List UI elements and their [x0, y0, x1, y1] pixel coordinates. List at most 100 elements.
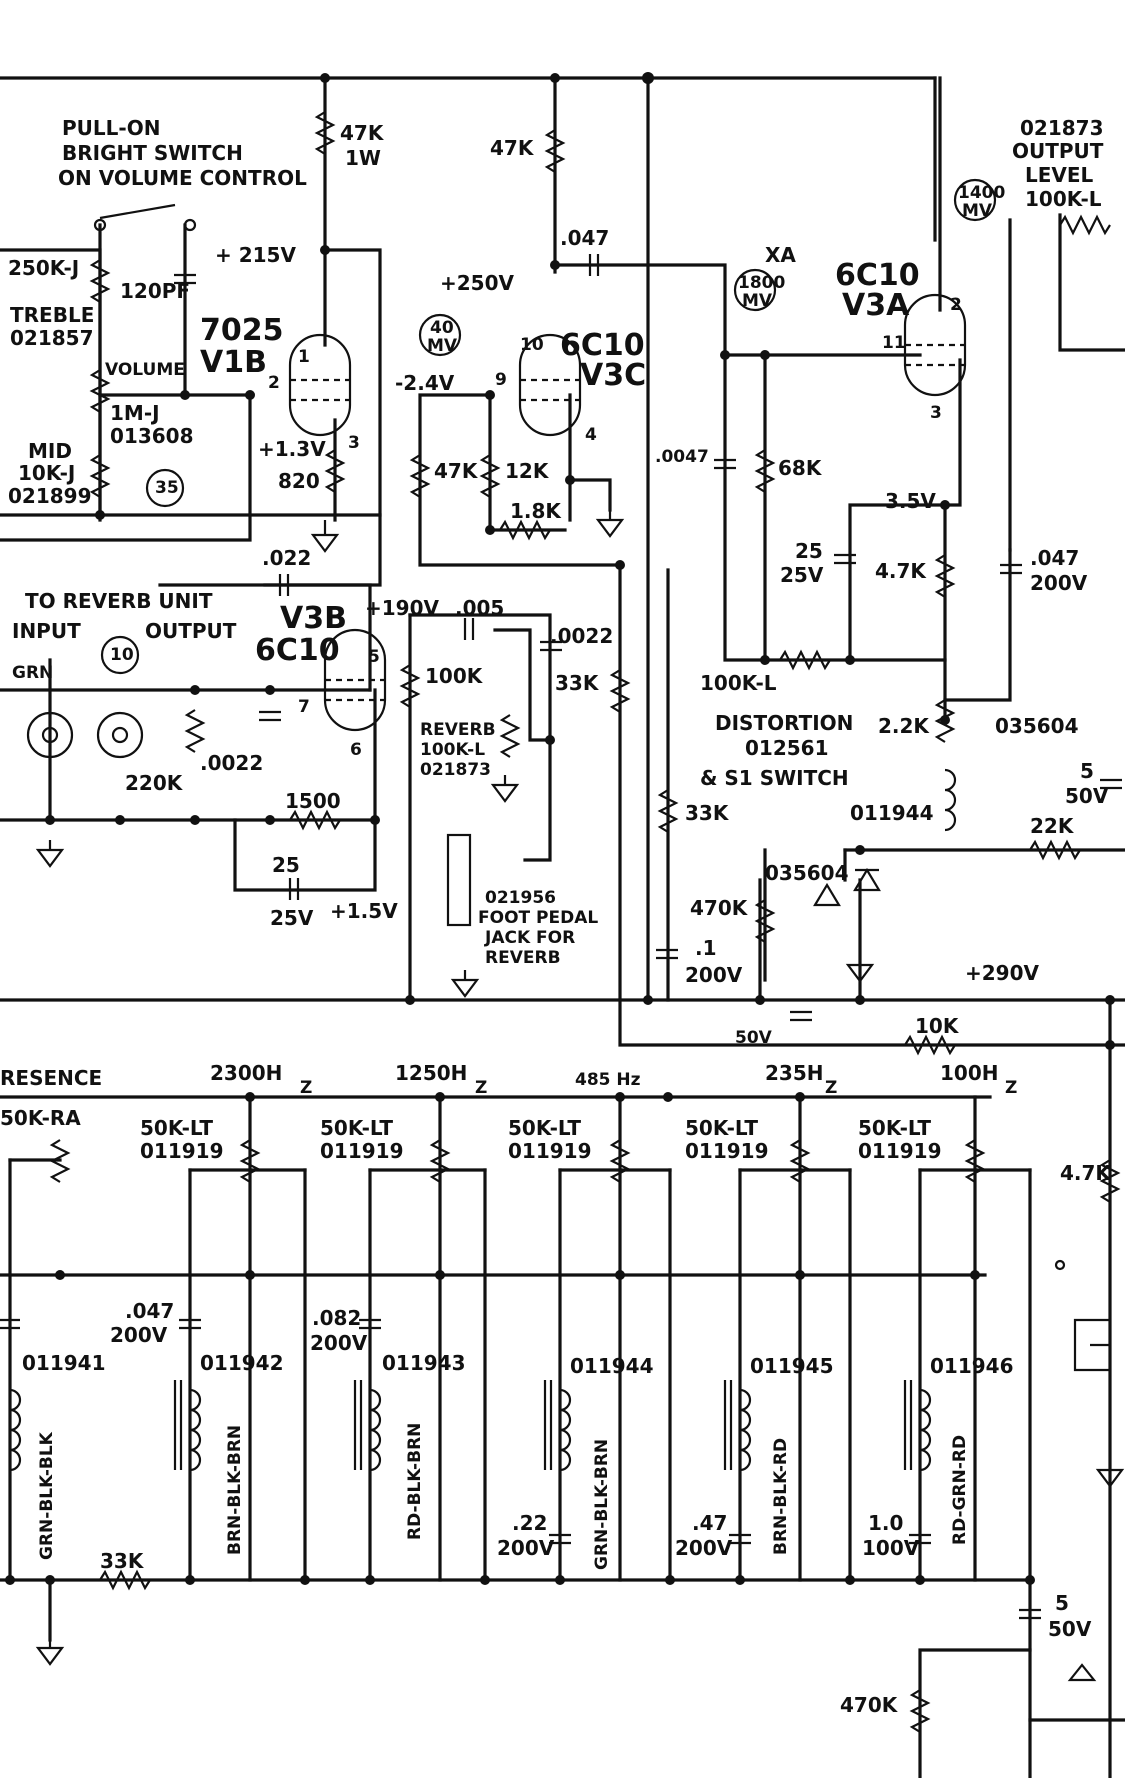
- ground-icon: [35, 1640, 65, 1666]
- ground-icon: [1095, 1460, 1125, 1488]
- output-jack-icon: [96, 711, 144, 759]
- cap-0022-a: [540, 640, 562, 652]
- pot-235: [789, 1139, 811, 1183]
- mv-bubble-40: [418, 313, 462, 357]
- label-output-value: 100K-L: [1025, 187, 1102, 211]
- label-35: 35: [155, 478, 179, 498]
- label-v1b-name: V1B: [200, 345, 267, 380]
- inductor-011944: [944, 768, 957, 832]
- label-output-jack: OUTPUT: [145, 619, 237, 643]
- pot-1250: [429, 1139, 451, 1183]
- label-grn: GRN: [12, 663, 53, 683]
- pot-presence: [49, 1139, 71, 1183]
- label-47k-1w-value: 47K: [340, 121, 385, 145]
- label-5-bottom: 5: [1055, 1591, 1069, 1615]
- label-33k-a: 33K: [555, 671, 600, 695]
- label-100k: 100K: [425, 664, 484, 688]
- label-011941: 011941: [22, 1351, 106, 1375]
- resistor-47k-mid: [409, 454, 431, 498]
- label-47-200v: 200V: [675, 1536, 733, 1560]
- label-290v: +290V: [965, 961, 1040, 985]
- label-foot-pedal: FOOT PEDAL: [478, 908, 598, 928]
- label-pin-10: 10: [520, 335, 544, 355]
- resistor-1500: [289, 809, 341, 831]
- label-22: .22: [512, 1511, 547, 1535]
- resistor-4.7k: [934, 554, 956, 598]
- label-47k-mid: 47K: [434, 459, 479, 483]
- label-4.7k-right: 4.7K: [1060, 1161, 1112, 1185]
- label-047-eq: .047: [125, 1299, 174, 1323]
- pot-mid: [89, 454, 111, 498]
- resistor-33k-bottom: [99, 1569, 151, 1591]
- label-25: 25: [795, 539, 823, 563]
- label-50k-lt: 50K-LT: [858, 1116, 931, 1140]
- label-v3c-name: V3C: [580, 358, 646, 393]
- resistor-470k: [754, 899, 776, 943]
- label-1.0: 1.0: [868, 1511, 903, 1535]
- label-1.0-100v: 100V: [862, 1536, 920, 1560]
- resistor-33k-a: [609, 669, 631, 713]
- junction-dots: [5, 72, 1115, 1585]
- label-2300hz: 2300H: [210, 1061, 282, 1085]
- resistor-2.2k: [934, 699, 956, 743]
- cap-5-50v: [1100, 778, 1122, 790]
- label-011919: 011919: [508, 1139, 592, 1163]
- label-22-200v: 200V: [497, 1536, 555, 1560]
- label-50k-lt: 50K-LT: [140, 1116, 213, 1140]
- inductors: [9, 768, 957, 1472]
- label-082-200v: 200V: [310, 1331, 368, 1355]
- pot-treble: [89, 259, 111, 303]
- label-treble: TREBLE: [10, 303, 94, 327]
- wires: [0, 76, 1125, 1778]
- cap-25-b: [288, 878, 300, 900]
- inductor-011943: [369, 1388, 382, 1472]
- inductor-011941: [9, 1388, 22, 1472]
- label-0022-a: .0022: [550, 624, 613, 648]
- misc-parts: [26, 203, 1110, 1682]
- label-bright-switch: BRIGHT SWITCH: [62, 141, 243, 165]
- label-33k-bottom: 33K: [100, 1549, 145, 1573]
- cap-005: [463, 618, 475, 640]
- resistor-820: [324, 449, 346, 493]
- label-1250hz: 1250H: [395, 1061, 467, 1085]
- label-011919: 011919: [685, 1139, 769, 1163]
- resistor-4.7k-right: [1099, 1159, 1121, 1203]
- label-25v: 25V: [780, 563, 824, 587]
- label-1.5v: +1.5V: [330, 899, 398, 923]
- label-pin-1: 1: [298, 347, 310, 367]
- label-input: INPUT: [12, 619, 81, 643]
- labels: PULL-ON BRIGHT SWITCH ON VOLUME CONTROL …: [0, 116, 1112, 1717]
- label-1800-mv: MV: [742, 291, 773, 311]
- label-33k-b: 33K: [685, 801, 730, 825]
- label-v3c-type: 6C10: [560, 328, 645, 363]
- resistor-33k-b: [657, 789, 679, 833]
- label-005: .005: [455, 596, 504, 620]
- label-mid-part: 021899: [8, 484, 92, 508]
- label-1400: 1400: [958, 183, 1005, 203]
- ground-icon: [845, 955, 875, 983]
- label-hz-z: Z: [1005, 1078, 1017, 1098]
- cap-1-200v: [656, 948, 678, 960]
- label-volume-value: 1M-J: [110, 401, 160, 425]
- label-3.5v: 3.5V: [885, 489, 936, 513]
- resistor-12k: [479, 454, 501, 498]
- label-volume: VOLUME: [105, 360, 185, 380]
- cap-120pf: [174, 273, 196, 285]
- label-820: 820: [278, 469, 320, 493]
- cap-25-25v: [834, 553, 856, 565]
- label-to-reverb-unit: TO REVERB UNIT: [25, 589, 213, 613]
- label-047-top: .047: [560, 226, 609, 250]
- label-v3b-type: 6C10: [255, 633, 340, 668]
- label-hz-z: Z: [475, 1078, 487, 1098]
- label-v3a-type: 6C10: [835, 258, 920, 293]
- label-47: .47: [692, 1511, 727, 1535]
- diode-icon: [1067, 1663, 1097, 1682]
- label-reverb-value: 100K-L: [420, 740, 485, 760]
- label-10k: 10K: [915, 1014, 960, 1038]
- label-wire-brn-blk-rd: BRN-BLK-RD: [771, 1438, 791, 1555]
- resistor-470k-bottom: [909, 1689, 931, 1733]
- diode-icon: [853, 867, 881, 892]
- pot-100: [964, 1139, 986, 1183]
- label-v3b-name: V3B: [280, 601, 347, 636]
